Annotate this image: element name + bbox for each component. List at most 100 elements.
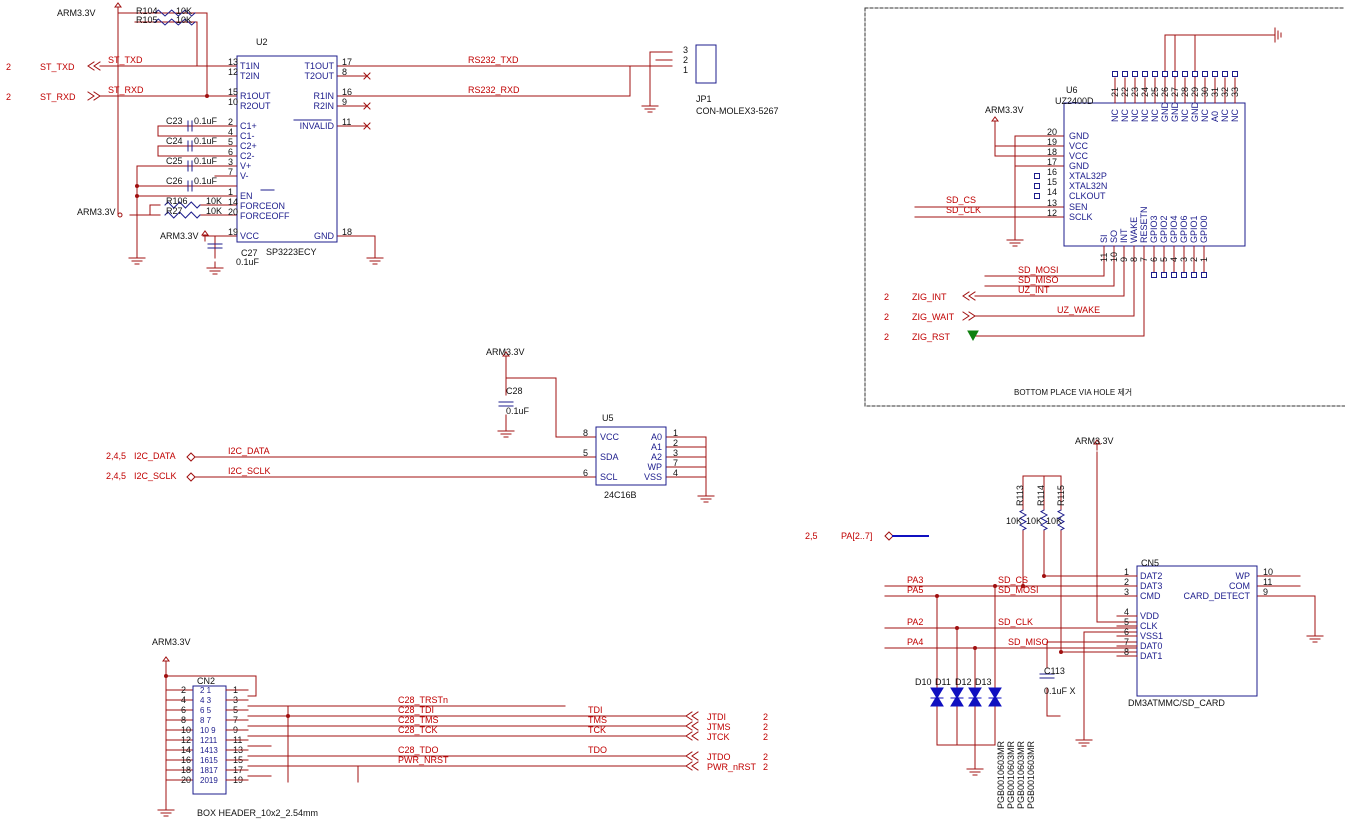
u6-pin-number: 20 — [1047, 127, 1057, 137]
power-arrow-icon — [201, 230, 209, 242]
capacitor-icon — [207, 243, 223, 249]
port-jtdo: JTDO — [707, 752, 731, 762]
net-uz-wake: UZ_WAKE — [1057, 305, 1100, 315]
u6-pin-name: NC — [1230, 109, 1240, 122]
u6-pin-number: 4 — [1169, 257, 1179, 262]
u6-pin-name: INT — [1119, 228, 1129, 243]
u6-pin-number: 32 — [1220, 87, 1230, 97]
net-sd-clk: SD_CLK — [998, 617, 1033, 627]
u6-pin-number: 9 — [1119, 257, 1129, 262]
u2-pin-number: 17 — [342, 57, 352, 67]
net-rs232-rxd: RS232_RXD — [468, 85, 520, 95]
port-arrow-icon — [685, 761, 699, 771]
junction-dot — [286, 714, 290, 718]
junction-dot — [1059, 650, 1063, 654]
port-bidir-icon — [884, 531, 894, 541]
u5-pin-number: 3 — [673, 448, 678, 458]
u6-pin-name: GND — [1160, 102, 1170, 123]
net-sd-cs: SD_CS — [998, 575, 1028, 585]
net-sd-miso: SD_MISO — [1008, 637, 1049, 647]
u5-pin-number: 6 — [583, 468, 588, 478]
test-pad-icon — [1162, 71, 1168, 77]
cn5-pin-number: 8 — [1124, 647, 1129, 657]
port-arrow-icon — [685, 751, 699, 761]
net-tdi: C28_TDI — [398, 705, 434, 715]
ground-icon — [1075, 733, 1093, 747]
test-pad-icon — [1132, 71, 1138, 77]
u6-pin-name: RESETN — [1139, 206, 1149, 243]
u2-pin-number: 19 — [228, 227, 238, 237]
cn5-pin-name: DAT3 — [1140, 581, 1162, 591]
u5-ref: U5 — [602, 413, 614, 423]
cn5-pin-name: WP — [1236, 571, 1251, 581]
ground-icon — [206, 261, 224, 275]
u6-pin-number: 29 — [1190, 87, 1200, 97]
u2-pin-number: 18 — [342, 227, 352, 237]
u6-pin-name: NC — [1140, 109, 1150, 122]
port-jtms: JTMS — [707, 722, 731, 732]
ground-icon — [157, 803, 175, 817]
u2-pin-name: C1+ — [240, 121, 257, 131]
u6-pin-number: 18 — [1047, 147, 1057, 157]
jp1-part: CON-MOLEX3-5267 — [696, 106, 779, 116]
net-sd-mosi: SD_MOSI — [1018, 265, 1059, 275]
sheet-ref: 2 — [884, 292, 889, 302]
sheet-ref: 2 — [763, 752, 768, 762]
port-output-icon — [967, 330, 979, 342]
test-pad-icon — [1202, 71, 1208, 77]
port-bidir-icon — [186, 472, 196, 482]
junction-dot — [973, 646, 977, 650]
u6-pin-name: NC — [1220, 109, 1230, 122]
test-pad-icon — [1171, 272, 1177, 278]
port-pwr-nrst: PWR_nRST — [707, 762, 757, 772]
cn5-pin-number: 6 — [1124, 627, 1129, 637]
ground-icon — [1274, 27, 1282, 43]
diode-part: PGB0010603MR — [1026, 740, 1036, 809]
u2-pin-name: C2- — [240, 151, 255, 161]
u6-pin-number: 24 — [1140, 87, 1150, 97]
u2-pin-name: R2OUT — [240, 101, 271, 111]
u6-pin-number: 31 — [1210, 87, 1220, 97]
test-pad-icon — [1181, 272, 1187, 278]
net-tms-short: TMS — [588, 715, 607, 725]
cn2-pin-number: 4 — [181, 695, 186, 705]
u5-pin-name: WP — [648, 462, 663, 472]
diode-icon — [950, 687, 964, 707]
net-st-rxd: ST_RXD — [108, 85, 144, 95]
sheet-ref: 2,5 — [805, 531, 818, 541]
test-pad-icon — [1142, 71, 1148, 77]
cn5-pin-name: DAT1 — [1140, 651, 1162, 661]
resistor-value: 10K — [176, 15, 192, 25]
cn2-part: BOX HEADER_10x2_2.54mm — [197, 808, 318, 818]
port-st-rxd: ST_RXD — [40, 92, 76, 102]
no-connect-icon — [363, 122, 371, 130]
cn2-ref: CN2 — [197, 676, 215, 686]
port-i2c-sclk: I2C_SCLK — [134, 471, 177, 481]
u6-pin-number: 8 — [1129, 257, 1139, 262]
u2-pin-number: 14 — [228, 197, 238, 207]
port-arrow-icon — [685, 731, 699, 741]
test-pad-icon — [1034, 183, 1040, 189]
u2-pin-name: EN — [240, 191, 253, 201]
u6-pin-name: WAKE — [1129, 217, 1139, 243]
u5-pin-number: 4 — [673, 468, 678, 478]
u2-pin-name: V- — [240, 171, 249, 181]
resistor-icon — [1039, 509, 1049, 531]
sheet-ref: 2 — [6, 92, 11, 102]
resistor-icon — [1056, 509, 1066, 531]
u6-part: UZ2400D — [1055, 96, 1094, 106]
u5-pin-number: 8 — [583, 428, 588, 438]
u6-pin-number: 6 — [1149, 257, 1159, 262]
capacitor-icon — [187, 160, 193, 172]
u6-pin-name: SI — [1099, 234, 1109, 243]
ground-icon — [641, 99, 659, 113]
resistor-value: 10K — [206, 206, 222, 216]
resistor-value: 10K — [176, 6, 192, 16]
u6-pin-name: GND — [1170, 102, 1180, 123]
junction-dot — [135, 184, 139, 188]
cn2-pin-number: 16 — [181, 755, 191, 765]
u2-pin-name: R1OUT — [240, 91, 271, 101]
u2-pin-number: 5 — [228, 137, 233, 147]
u2-pin-name: INVALID — [300, 121, 335, 131]
resistor-ref: R114 — [1036, 485, 1046, 506]
